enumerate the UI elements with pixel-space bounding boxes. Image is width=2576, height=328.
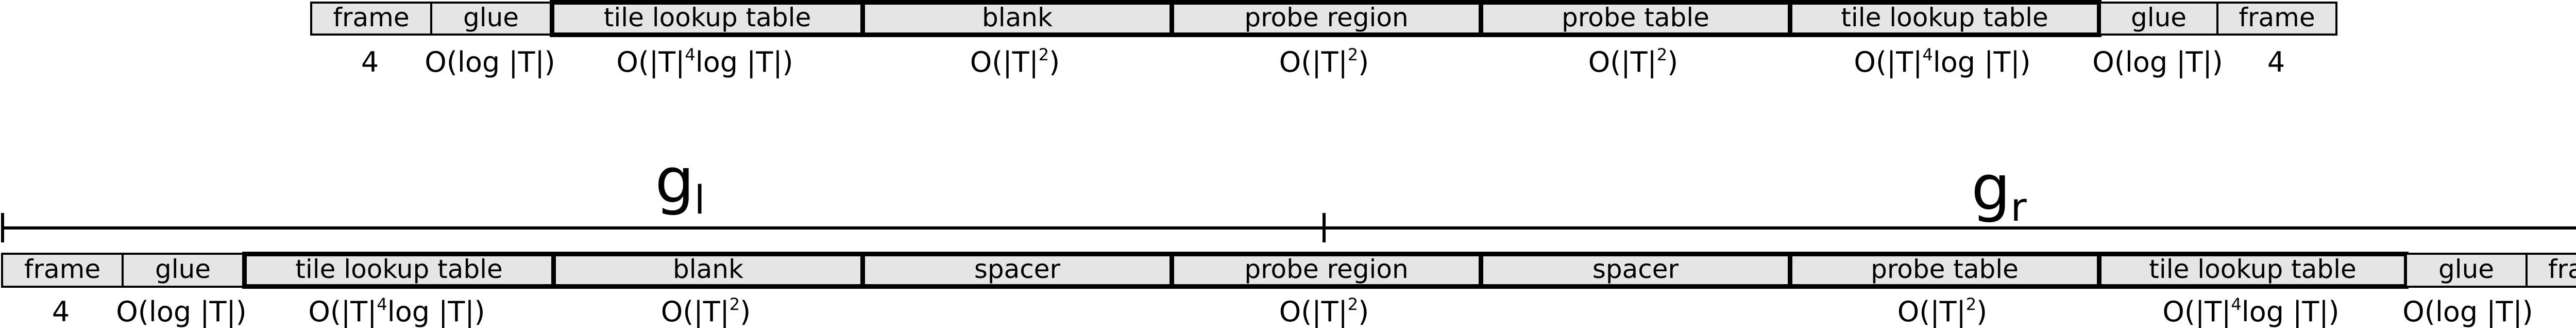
bottom-cell-frame-right: frame bbox=[2526, 253, 2576, 288]
top-complexity-glue-left: O(log |T|) bbox=[425, 46, 555, 78]
top-cell-probe-table: probe table bbox=[1479, 0, 1792, 37]
bottom-complexity-tile-lookup-right: O(|T|4log |T|) bbox=[2162, 294, 2340, 328]
bottom-cell-tile-lookup-table-left: tile lookup table bbox=[242, 252, 556, 289]
bracket-line bbox=[1, 226, 2576, 229]
bottom-cell-glue-right: glue bbox=[2405, 253, 2528, 288]
cell-label: probe region bbox=[1244, 254, 1409, 284]
bottom-complexity-frame-left: 4 bbox=[52, 296, 70, 328]
bottom-cell-spacer-left: spacer bbox=[860, 252, 1174, 289]
bottom-complexity-blank: O(|T|2) bbox=[660, 294, 751, 328]
cell-label: probe table bbox=[1562, 3, 1709, 32]
cell-label: spacer bbox=[974, 254, 1061, 284]
top-complexity-glue-right: O(log |T|) bbox=[2092, 46, 2223, 78]
cell-label: glue bbox=[463, 3, 519, 32]
bottom-cell-glue-left: glue bbox=[122, 253, 244, 288]
top-complexity-frame-right: 4 bbox=[2267, 46, 2285, 78]
cell-label: frame bbox=[2548, 254, 2576, 284]
top-complexity-frame-left: 4 bbox=[361, 46, 379, 78]
cell-label: frame bbox=[24, 254, 101, 284]
cell-label: glue bbox=[2438, 254, 2495, 284]
bottom-cell-probe-region: probe region bbox=[1170, 252, 1483, 289]
cell-label: blank bbox=[673, 254, 743, 284]
bottom-cell-probe-table: probe table bbox=[1788, 252, 2102, 289]
bottom-complexity-probe-region: O(|T|2) bbox=[1279, 294, 1369, 328]
cell-label: probe region bbox=[1244, 3, 1409, 32]
bottom-complexity-tile-lookup-left: O(|T|4log |T|) bbox=[308, 294, 485, 328]
top-cell-probe-region: probe region bbox=[1170, 0, 1483, 37]
label-g-left: gl bbox=[655, 145, 705, 223]
bracket-tick-left bbox=[1, 213, 4, 242]
cell-label: tile lookup table bbox=[603, 3, 811, 32]
top-complexity-probe-region: O(|T|2) bbox=[1279, 45, 1369, 78]
cell-label: frame bbox=[333, 3, 410, 32]
cell-label: glue bbox=[2130, 3, 2187, 32]
bottom-cell-frame-left: frame bbox=[1, 253, 124, 288]
bottom-complexity-glue-left: O(log |T|) bbox=[116, 296, 247, 328]
bracket-tick-middle bbox=[1323, 213, 1326, 242]
top-cell-tile-lookup-table-right: tile lookup table bbox=[1788, 0, 2102, 37]
top-cell-tile-lookup-table-left: tile lookup table bbox=[550, 0, 865, 37]
top-complexity-tile-lookup-left: O(|T|4log |T|) bbox=[616, 45, 793, 78]
top-cell-blank: blank bbox=[860, 0, 1174, 37]
cell-label: blank bbox=[982, 3, 1053, 32]
bottom-cell-blank: blank bbox=[551, 252, 865, 289]
cell-label: spacer bbox=[1592, 254, 1679, 284]
cell-label: tile lookup table bbox=[2149, 254, 2357, 284]
label-g-right: gr bbox=[1971, 153, 2027, 230]
top-complexity-tile-lookup-right: O(|T|4log |T|) bbox=[1854, 45, 2031, 78]
bottom-complexity-probe-table: O(|T|2) bbox=[1897, 294, 1988, 328]
cell-label: frame bbox=[2239, 3, 2315, 32]
top-cell-frame-left: frame bbox=[310, 2, 432, 36]
cell-label: glue bbox=[155, 254, 211, 284]
bottom-cell-spacer-right: spacer bbox=[1479, 252, 1792, 289]
top-cell-glue-left: glue bbox=[430, 2, 552, 36]
bottom-cell-tile-lookup-table-right: tile lookup table bbox=[2097, 252, 2409, 289]
cell-label: tile lookup table bbox=[295, 254, 503, 284]
cell-label: probe table bbox=[1871, 254, 2019, 284]
top-cell-frame-right: frame bbox=[2216, 2, 2337, 36]
top-complexity-probe-table: O(|T|2) bbox=[1588, 45, 1679, 78]
top-complexity-blank: O(|T|2) bbox=[970, 45, 1060, 78]
top-cell-glue-right: glue bbox=[2099, 2, 2218, 36]
bottom-complexity-glue-right: O(log |T|) bbox=[2402, 296, 2533, 328]
cell-label: tile lookup table bbox=[1841, 3, 2048, 32]
